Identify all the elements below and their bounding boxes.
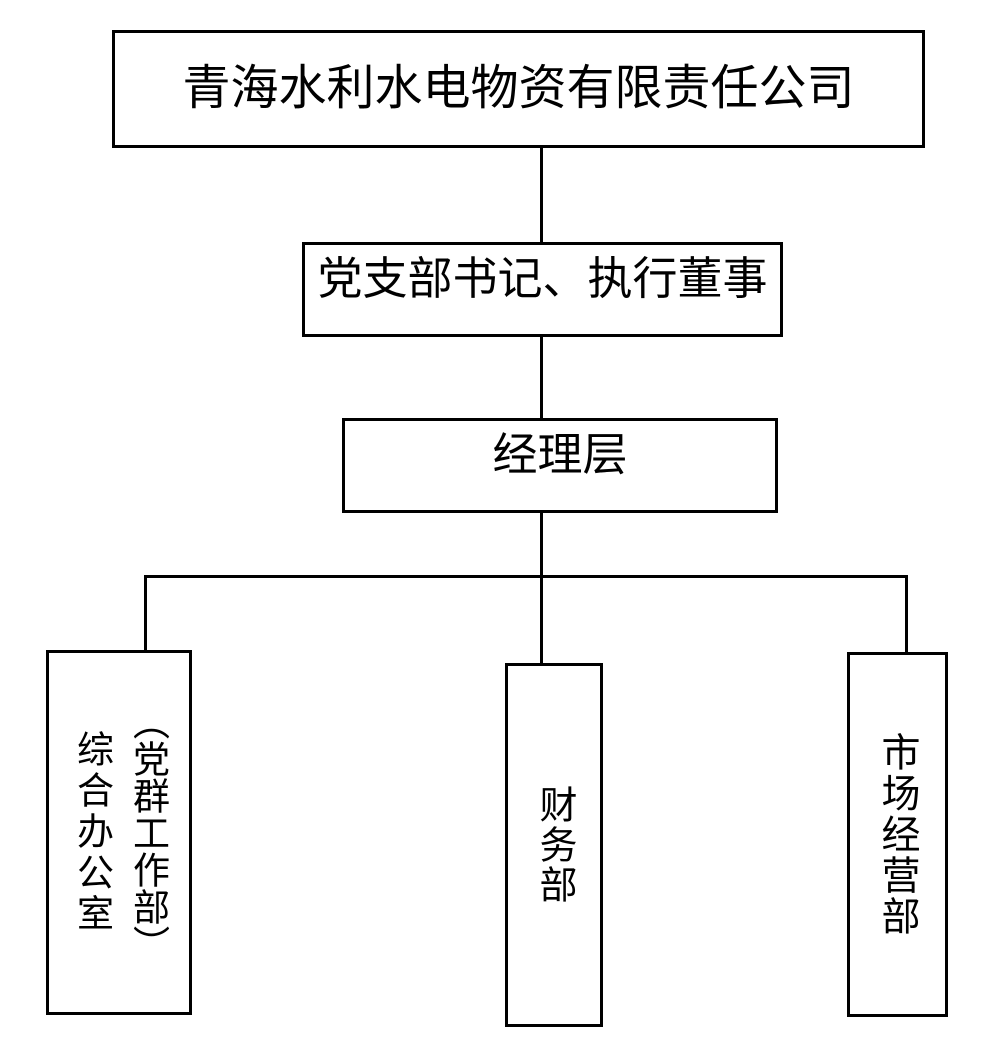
connector-branch-to-general-office [144, 575, 147, 650]
party-secretary-executive-director-label: 党支部书记、执行董事 [317, 253, 768, 304]
company-root-box: 青海水利水电物资有限责任公司 [112, 30, 925, 148]
dept-market-operations-label: 市场经营部 [876, 732, 919, 937]
branch-horizontal-line [144, 575, 908, 578]
dept-finance-label: 财务部 [533, 785, 575, 905]
management-layer-label: 经理层 [492, 429, 628, 480]
dept-general-office-box: 综合办公室 （党群工作部） [46, 650, 192, 1015]
dept-finance-box: 财务部 [505, 663, 603, 1027]
party-secretary-executive-director-box: 党支部书记、执行董事 [302, 242, 783, 337]
connector-secretary-to-management [540, 337, 543, 418]
dept-general-office-sublabel: （党群工作部） [126, 703, 168, 962]
connector-management-to-branch [540, 513, 543, 575]
management-layer-box: 经理层 [342, 418, 778, 513]
dept-general-office-label: 综合办公室 [70, 730, 112, 935]
connector-branch-to-finance [540, 575, 543, 663]
connector-root-to-secretary [540, 148, 543, 242]
dept-market-operations-box: 市场经营部 [847, 652, 948, 1017]
company-root-label: 青海水利水电物资有限责任公司 [182, 61, 855, 115]
connector-branch-to-market [905, 575, 908, 652]
